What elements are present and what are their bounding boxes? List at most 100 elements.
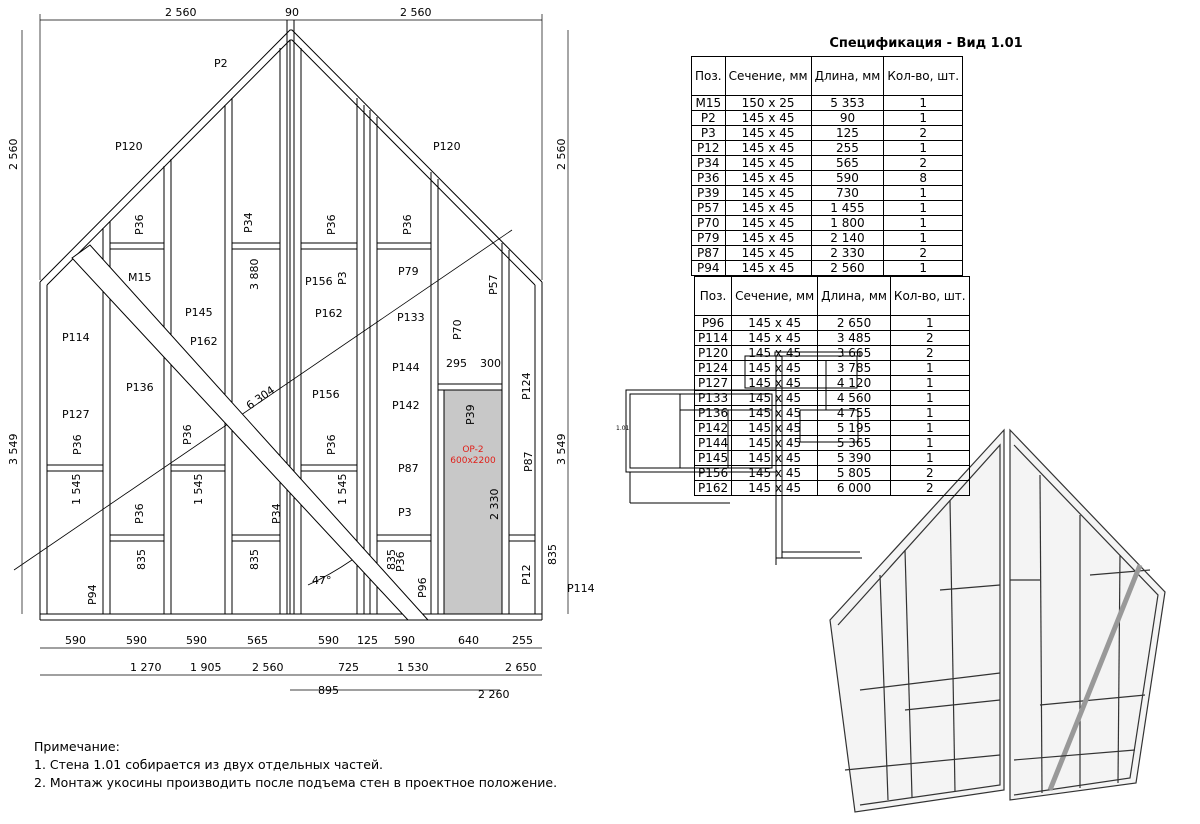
- label: P136: [126, 381, 154, 394]
- spec-cell: 2 140: [810, 230, 885, 246]
- notes: Примечание: 1. Стена 1.01 собирается из …: [34, 738, 557, 792]
- notes-heading: Примечание:: [34, 739, 120, 754]
- spec-cell: 1: [883, 260, 964, 276]
- spec-cell: 145 x 45: [731, 375, 819, 391]
- spec-header: Длина, мм: [810, 56, 885, 96]
- spec-cell: 565: [810, 155, 885, 171]
- note-item: 2. Монтаж укосины производить после подъ…: [34, 775, 558, 790]
- spec-cell: P3: [691, 125, 726, 141]
- inner-dim: 835: [248, 549, 261, 570]
- label: P2: [214, 57, 228, 70]
- spec-cell: 2: [889, 345, 970, 361]
- spec-cell: P94: [691, 260, 726, 276]
- spec-cell: P145: [693, 450, 733, 466]
- label: P36: [401, 214, 414, 235]
- spec-cell: 145 x 45: [731, 450, 819, 466]
- bottom-dim: 725: [338, 661, 359, 674]
- spec-cell: P87: [691, 245, 726, 261]
- label: P87: [398, 462, 419, 475]
- spec-table-right: Поз. Сечение, мм Длина, мм Кол-во, шт. P…: [693, 276, 970, 496]
- label: P57: [487, 274, 500, 295]
- label: P162: [190, 335, 218, 348]
- spec-cell: P120: [693, 345, 733, 361]
- inner-dim: 300: [480, 357, 501, 370]
- spec-cell: 5 390: [817, 450, 891, 466]
- spec-cell: 5 195: [817, 420, 891, 436]
- spec-cell: 2: [883, 155, 964, 171]
- label: P127: [62, 408, 90, 421]
- bottom-dimensions: [40, 647, 542, 691]
- spec-cell: 8: [883, 170, 964, 186]
- spec-cell: P70: [691, 215, 726, 231]
- inner-dim: 835: [546, 544, 559, 565]
- bottom-dim-row2: 1 270 1 905 2 560 725 1 530 2 650: [130, 661, 537, 674]
- spec-cell: 145 x 45: [731, 330, 819, 346]
- member-labels: P2 P120 P120 M15 P114 P136 P127 P145 P16…: [62, 57, 595, 595]
- spec-cell: 3 785: [817, 360, 891, 376]
- spec-cell: 145 x 45: [724, 200, 812, 216]
- spec-cell: 730: [810, 185, 885, 201]
- spec-cell: P39: [691, 185, 726, 201]
- spec-cell: P142: [693, 420, 733, 436]
- bottom-dim: 1 270: [130, 661, 162, 674]
- label: P36: [394, 551, 407, 572]
- wall-frame: [13, 20, 543, 621]
- bottom-dim-row1: 590 590 590 565 590 125 590 640 255: [65, 634, 533, 647]
- spec-cell: P144: [693, 435, 733, 451]
- spec-cell: 1: [889, 435, 970, 451]
- inner-dim: 295: [446, 357, 467, 370]
- opening-code: OP-2: [462, 445, 483, 455]
- label: P36: [133, 214, 146, 235]
- label: P114: [62, 331, 90, 344]
- label: P3: [336, 271, 349, 285]
- angle-label: 47°: [312, 574, 332, 587]
- spec-header: Поз.: [693, 276, 733, 316]
- bottom-dim: 590: [65, 634, 86, 647]
- spec-cell: 1: [889, 315, 970, 331]
- bottom-dim: 640: [458, 634, 479, 647]
- specification: Спецификация - Вид 1.01 Поз. Сечение, мм…: [691, 36, 1121, 496]
- spec-header: Сечение, мм: [724, 56, 812, 96]
- angle-arc: [307, 559, 353, 586]
- spec-cell: 145 x 45: [731, 315, 819, 331]
- spec-cell: 1 800: [810, 215, 885, 231]
- inner-dim: 3 880: [248, 259, 261, 291]
- spec-cell: 1: [883, 230, 964, 246]
- spec-cell: 1: [883, 110, 964, 126]
- spec-cell: 1: [889, 405, 970, 421]
- spec-cell: 255: [810, 140, 885, 156]
- label: P144: [392, 361, 420, 374]
- bottom-dim: 1 905: [190, 661, 222, 674]
- spec-cell: P156: [693, 465, 733, 481]
- bottom-dim: 565: [247, 634, 268, 647]
- spec-cell: 145 x 45: [724, 140, 812, 156]
- spec-cell: P79: [691, 230, 726, 246]
- spec-cell: 2 650: [817, 315, 891, 331]
- top-dim-left: 2 560: [165, 6, 197, 19]
- spec-cell: 1 455: [810, 200, 885, 216]
- spec-cell: P127: [693, 375, 733, 391]
- spec-cell: 2 560: [810, 260, 885, 276]
- label: P142: [392, 399, 420, 412]
- spec-cell: P114: [693, 330, 733, 346]
- spec-cell: M15: [691, 95, 726, 111]
- label: P3: [398, 506, 412, 519]
- spec-cell: 2: [883, 245, 964, 261]
- label: P12: [520, 564, 533, 585]
- spec-cell: 145 x 45: [731, 405, 819, 421]
- label: P36: [133, 503, 146, 524]
- spec-cell: 1: [883, 200, 964, 216]
- spec-table-left: Поз. Сечение, мм Длина, мм Кол-во, шт. M…: [691, 56, 964, 276]
